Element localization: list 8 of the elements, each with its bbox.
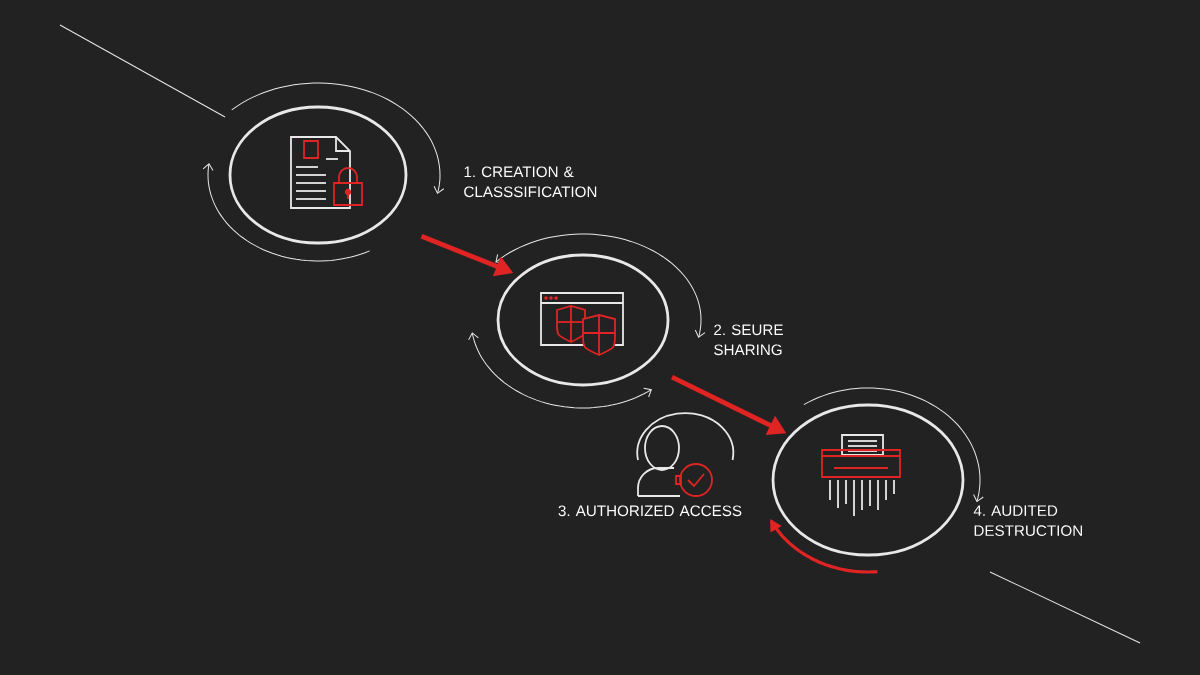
step-label: 1. CREATION & CLASSSIFICATION bbox=[464, 166, 597, 198]
step-ellipse bbox=[771, 403, 965, 557]
step-label: 3. AUTHORIZED ACCESS bbox=[558, 505, 742, 517]
step-ellipse bbox=[496, 253, 670, 387]
step-ellipse bbox=[228, 105, 408, 245]
step-label: 4. AUDITED DESTRUCTION bbox=[973, 505, 1082, 536]
step-label: 2. SEURE SHARING bbox=[714, 324, 783, 356]
person-check-icon bbox=[636, 412, 735, 497]
